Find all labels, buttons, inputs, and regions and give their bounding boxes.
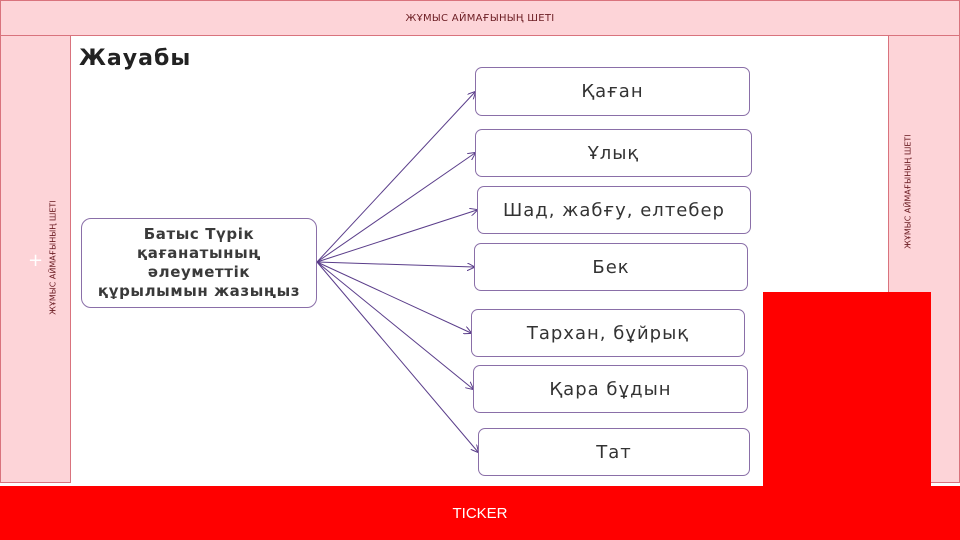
item-box-ulyk: Ұлық	[475, 129, 752, 177]
item-box-tarkhan: Тархан, бұйрық	[471, 309, 745, 357]
left-work-area-edge	[0, 35, 71, 483]
arrow-to-item-4	[316, 261, 474, 267]
item-box-shad: Шад, жабғу, елтебер	[477, 186, 751, 234]
red-overlay-block	[763, 292, 931, 492]
arrow-to-item-1	[316, 92, 475, 263]
arrow-to-item-5	[316, 261, 471, 333]
arrow-to-item-2	[316, 153, 475, 263]
top-work-area-edge: ЖҰМЫС АЙМАҒЫНЫҢ ШЕТІ	[0, 0, 960, 36]
item-box-kara-budyn: Қара бұдын	[473, 365, 748, 413]
top-edge-label: ЖҰМЫС АЙМАҒЫНЫҢ ШЕТІ	[405, 13, 555, 24]
arrow-to-item-3	[316, 210, 477, 263]
plus-icon: +	[28, 250, 44, 271]
item-box-kagan: Қаған	[475, 67, 750, 116]
item-box-tat: Тат	[478, 428, 750, 476]
ticker-label: TICKER	[452, 505, 508, 522]
arrow-to-item-6	[316, 261, 473, 389]
central-question-box: Батыс Түрік қағанатының әлеуметтік құрыл…	[81, 218, 317, 308]
arrow-to-item-7	[316, 261, 478, 452]
item-box-bek: Бек	[474, 243, 748, 291]
slide-title: Жауабы	[79, 46, 192, 71]
ticker-bar: TICKER	[0, 486, 960, 540]
